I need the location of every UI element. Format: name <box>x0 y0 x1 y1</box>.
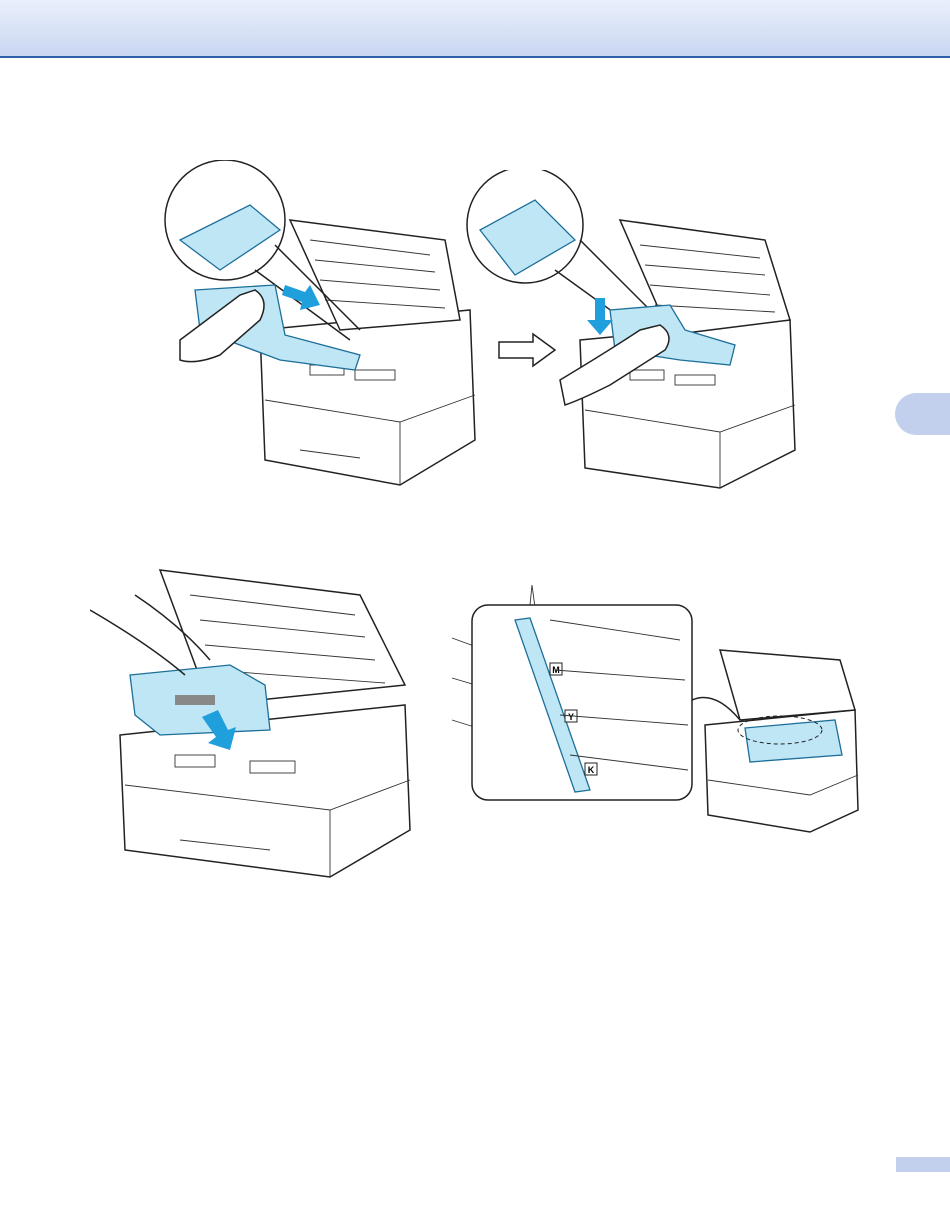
toner-cartridges <box>745 720 842 762</box>
figure-color-label-detail: M Y K <box>450 580 870 840</box>
page-number-tab <box>896 1157 950 1172</box>
figure-press-drum-unit <box>460 170 805 490</box>
label-y: Y <box>568 712 574 722</box>
insert-arrow-icon <box>282 285 320 310</box>
chapter-tab <box>895 393 950 435</box>
header-band <box>0 0 950 58</box>
figure-install-drum-unit <box>160 160 490 490</box>
press-down-arrow-icon <box>587 298 613 335</box>
label-hatch <box>175 695 215 705</box>
figure-slide-toner-cartridge <box>90 565 420 885</box>
small-printer-lid <box>720 650 855 720</box>
printer-body <box>260 310 475 485</box>
printer-lid <box>290 220 460 330</box>
label-k: K <box>588 765 595 775</box>
